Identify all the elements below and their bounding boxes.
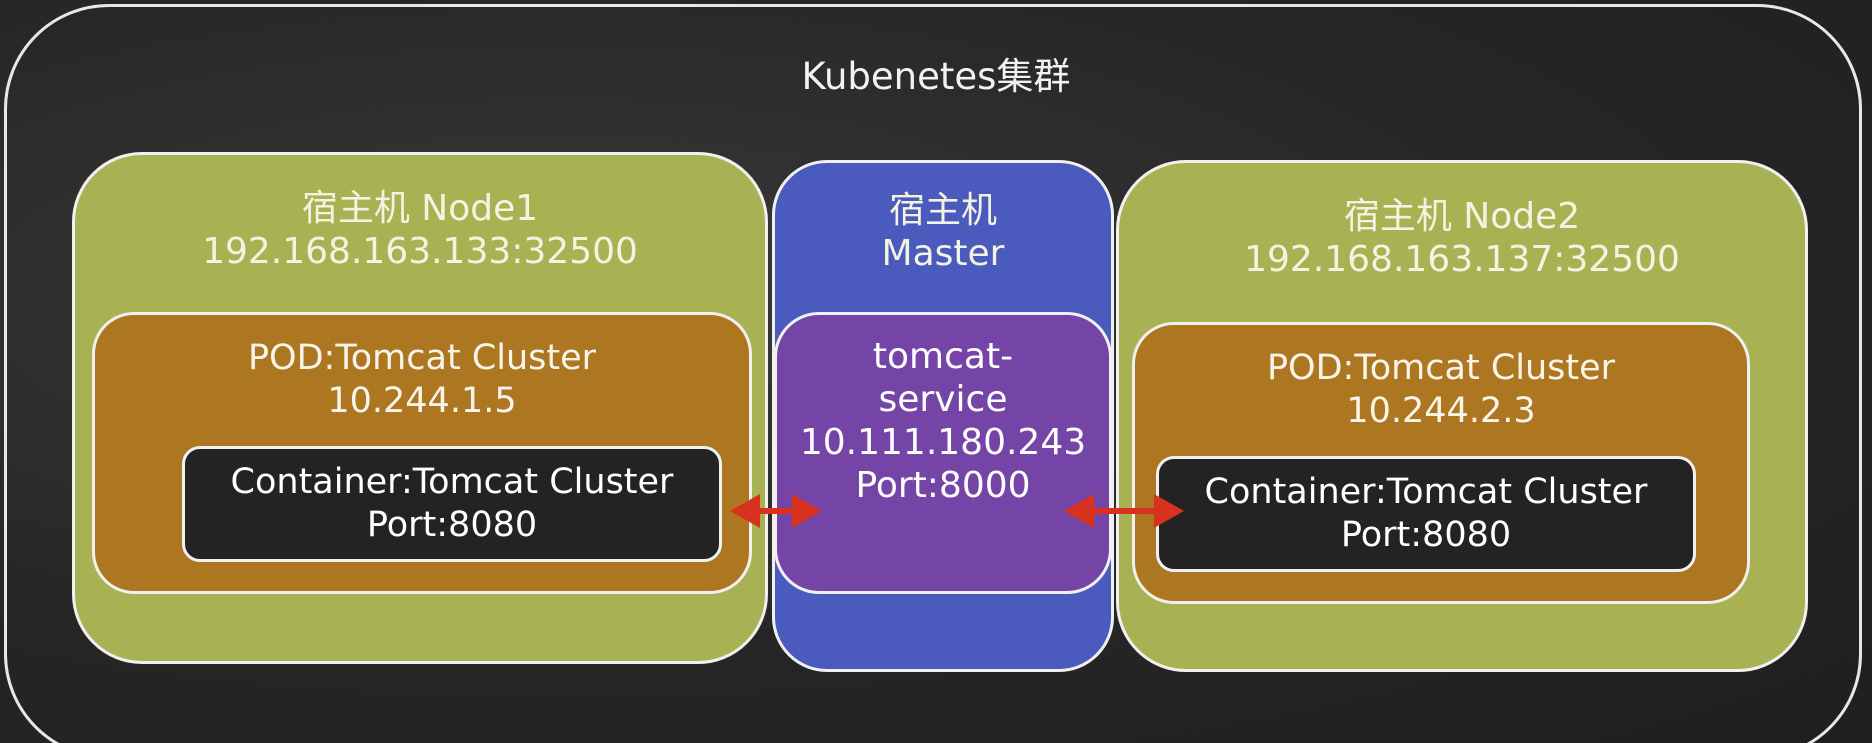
cluster-title: Kubenetes集群	[801, 55, 1071, 98]
arrow-right-double	[1064, 494, 1184, 528]
service-label: tomcat- service 10.111.180.243 Port:8000	[777, 335, 1109, 507]
node2-pod-name: POD:Tomcat Cluster	[1266, 348, 1616, 388]
service-name-line1: tomcat-	[872, 336, 1014, 377]
node2-label: 宿主机 Node2 192.168.163.137:32500	[1119, 195, 1805, 281]
node2-pod-ip: 10.244.2.3	[1346, 391, 1536, 431]
node1-container-box: Container:Tomcat Cluster Port:8080	[182, 446, 722, 562]
master-label-line1: 宿主机	[888, 190, 997, 231]
node2-address: 192.168.163.137:32500	[1244, 239, 1680, 280]
node1-container-label: Container:Tomcat Cluster Port:8080	[185, 461, 719, 547]
service-port: Port:8000	[855, 465, 1031, 506]
node1-container-port: Port:8080	[366, 505, 538, 545]
node1-name: 宿主机 Node1	[301, 188, 539, 229]
master-label: 宿主机 Master	[775, 189, 1111, 275]
tomcat-service-box: tomcat- service 10.111.180.243 Port:8000	[774, 312, 1112, 594]
node1-pod-name: POD:Tomcat Cluster	[247, 338, 597, 378]
arrow-left-double	[730, 494, 822, 528]
service-name-line2: service	[878, 379, 1008, 420]
node2-name: 宿主机 Node2	[1343, 196, 1581, 237]
master-label-line2: Master	[881, 233, 1005, 274]
node1-pod-ip: 10.244.1.5	[327, 381, 517, 421]
kubernetes-cluster-boundary	[4, 4, 1862, 743]
service-ip: 10.111.180.243	[799, 422, 1087, 463]
node2-container-label: Container:Tomcat Cluster Port:8080	[1159, 471, 1693, 557]
node2-container-box: Container:Tomcat Cluster Port:8080	[1156, 456, 1696, 572]
node2-container-name: Container:Tomcat Cluster	[1204, 472, 1648, 512]
node1-container-name: Container:Tomcat Cluster	[230, 462, 674, 502]
node2-pod-label: POD:Tomcat Cluster 10.244.2.3	[1135, 347, 1747, 433]
node1-pod-label: POD:Tomcat Cluster 10.244.1.5	[95, 337, 749, 423]
node1-label: 宿主机 Node1 192.168.163.133:32500	[75, 187, 765, 273]
node2-container-port: Port:8080	[1340, 515, 1512, 555]
node1-address: 192.168.163.133:32500	[202, 231, 638, 272]
